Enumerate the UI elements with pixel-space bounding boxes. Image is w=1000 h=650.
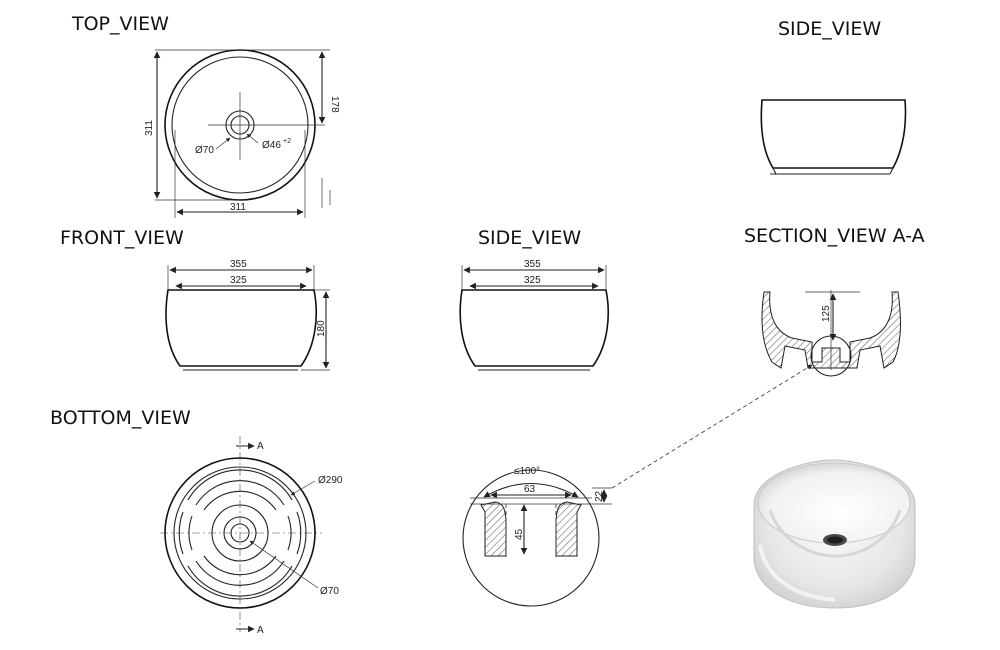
top-width-dim: 311 xyxy=(230,202,246,213)
detail-view: ≤100° 63 45 22 xyxy=(462,466,612,607)
detail-circle xyxy=(462,469,600,607)
front-view-title: FRONT_VIEW xyxy=(60,227,184,249)
top-height-right-dim: 178 xyxy=(329,96,340,113)
detail-angle-dim: ≤100° xyxy=(514,466,540,477)
section-view-title: SECTION_VIEW A-A xyxy=(744,225,925,247)
top-drain-tolerance: +2 xyxy=(283,138,291,145)
side-view-upper xyxy=(760,99,907,175)
side-view: 355 325 xyxy=(459,259,610,371)
side-view-title-upper: SIDE_VIEW xyxy=(778,18,881,40)
side-inner-dim: 325 xyxy=(524,275,541,286)
detail-right-dim: 22 xyxy=(594,490,605,502)
front-view: 355 325 180 xyxy=(165,259,330,371)
front-inner-dim: 325 xyxy=(230,275,247,286)
top-drain-inner-label: Ø46 xyxy=(262,140,281,151)
detail-depth-dim: 45 xyxy=(514,528,525,540)
front-outer-dim: 355 xyxy=(230,259,247,270)
bottom-view-title: BOTTOM_VIEW xyxy=(50,407,191,429)
detail-width-dim: 63 xyxy=(524,484,536,495)
bottom-outer-rim xyxy=(164,457,316,609)
bottom-view: A A Ø290 Ø70 xyxy=(160,436,343,636)
detail-leader-line xyxy=(611,364,813,489)
basin-render-image xyxy=(753,459,916,609)
top-view-title: TOP_VIEW xyxy=(71,13,169,35)
bottom-outer-dim: Ø290 xyxy=(318,475,343,486)
top-height-left-dim: 311 xyxy=(144,120,155,136)
top-view: 311 178 311 Ø70 Ø46 +2 xyxy=(144,49,340,218)
bottom-drain-dim: Ø70 xyxy=(320,586,339,597)
section-depth-dim: 125 xyxy=(821,305,832,322)
section-view: 125 xyxy=(761,290,902,377)
side-view-title: SIDE_VIEW xyxy=(478,227,581,249)
section-marker-bottom: A xyxy=(257,625,264,636)
front-height-dim: 180 xyxy=(316,320,327,337)
side-outer-dim: 355 xyxy=(524,259,541,270)
top-drain-outer-label: Ø70 xyxy=(195,145,214,156)
section-detail-circle xyxy=(810,335,852,377)
section-marker-top: A xyxy=(257,441,264,452)
